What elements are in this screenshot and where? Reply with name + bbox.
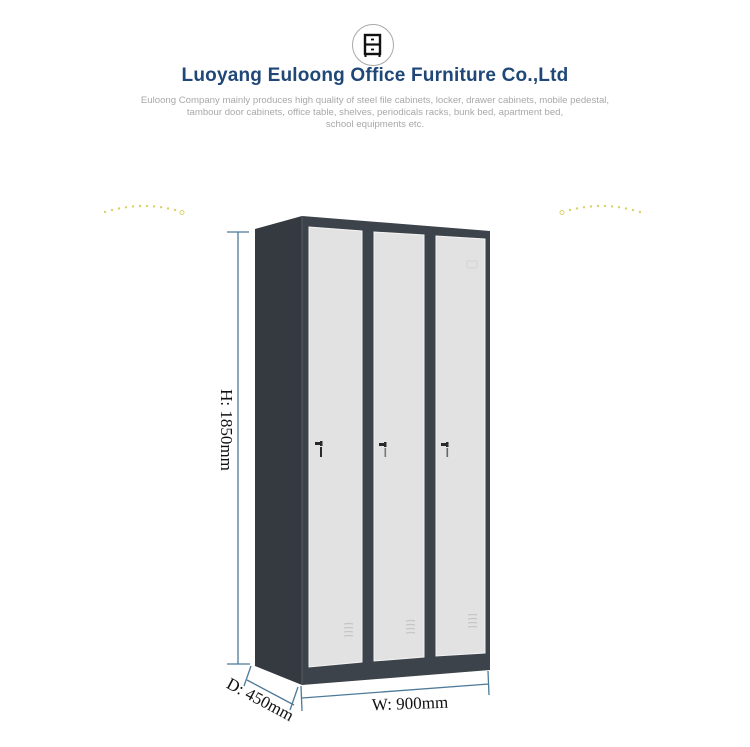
vent-slots-icon — [343, 613, 478, 637]
locker-door-2 — [373, 231, 425, 662]
height-label: H: 1850mm — [217, 389, 236, 471]
width-dimension-line — [300, 670, 490, 712]
depth-dimension-line — [243, 665, 299, 711]
description-line: Euloong Company mainly produces high qua… — [140, 95, 610, 106]
locker-door-3 — [435, 235, 486, 657]
dotted-arc-right-icon — [555, 198, 645, 220]
lock-icon — [441, 442, 449, 457]
lock-icon — [379, 442, 387, 457]
company-title: Luoyang Euloong Office Furniture Co.,Ltd — [181, 65, 569, 86]
logo-badge — [352, 24, 394, 66]
locker-door-1 — [308, 226, 363, 668]
description-line: tambour door cabinets, office table, she… — [186, 107, 564, 118]
company-description: Euloong Company mainly produces high qua… — [100, 95, 650, 131]
height-dimension-line — [227, 231, 250, 665]
name-plate-icon — [466, 260, 478, 269]
drawer-cabinet-icon — [363, 33, 382, 57]
cabinet-side-panel — [255, 216, 302, 685]
dotted-arc-left-icon — [100, 198, 190, 220]
lock-icon — [315, 441, 323, 457]
description-line: school equipments etc. — [325, 119, 425, 130]
